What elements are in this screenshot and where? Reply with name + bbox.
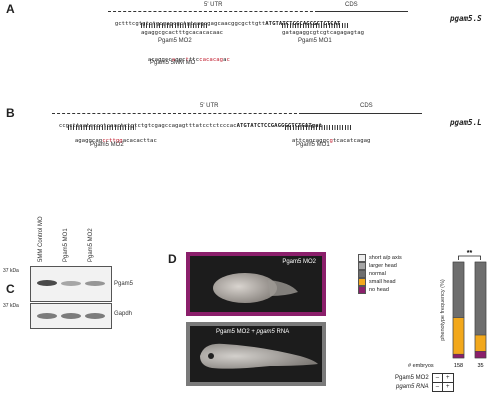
legend-item-normal: normal [358,270,402,278]
photo-label-mo2: Pgam5 MO2 [282,259,316,265]
mo1-label-b: Pgam5 MO1 [296,142,330,148]
legend-text: short a/p axis [369,255,402,261]
condition-cell: – [431,373,444,383]
bar-segment [452,261,465,318]
mo1-label-a: Pgam5 MO1 [298,38,332,44]
row-label-pgam5: Pgam5 [114,281,134,287]
sequence-b: ccgcttcatcccctcaactctgtctgtcgagccagagttt… [58,123,323,129]
legend-swatch [358,278,366,286]
legend-swatch [358,270,366,278]
row-label-gapdh: Gapdh [114,311,133,317]
mm-label-a: Pgam5 5MM MO [150,60,196,66]
marker-bottom: 37 kDa [3,303,19,309]
band-pgam5-2 [61,281,81,286]
conditions-table: Pgam5 MO2 – + pgam5 RNA – + [392,373,454,392]
pairing-ticks-b-mo2 [68,125,136,130]
bar-segment [452,317,465,355]
band-pgam5-3 [85,281,105,286]
mo2-sequence-b: agaggcagccttggacacacttac [74,138,157,144]
mo1-sequence-b: attcagcaggcgtcacatcagag [291,138,371,144]
pairing-ticks-a-mo1 [282,23,348,28]
legend-text: larger head [369,263,397,269]
mo2-label-a: Pgam5 MO2 [158,38,192,44]
bar-segment [474,261,487,336]
embryo-photo-rescue: Pgam5 MO2 + pgam5 RNA [186,322,326,386]
embryo-photo-mo2: Pgam5 MO2 [186,252,326,316]
lane-label-3: Pgam5 MO2 [88,228,94,262]
gene-name-b: pgam5.L [450,118,482,127]
utr-line-a [108,11,318,12]
lane-label-1: 5MM Control MO [38,216,44,262]
cds-line-a [318,11,408,12]
panel-label-c: C [6,282,15,296]
legend-item-no-head: no head [358,286,402,294]
legend-item-short-axis: short a/p axis [358,254,402,262]
condition-row-rna: pgam5 RNA – + [392,382,454,392]
photo-label-rescue: Pgam5 MO2 + pgam5 RNA [216,329,290,335]
gene-name-a: pgam5.S [450,14,482,23]
legend-text: small head [369,279,396,285]
blot-pgam5 [30,266,112,302]
panel-label-d: D [168,252,177,266]
pairing-ticks-b-mo1 [285,125,351,130]
legend-text: no head [369,287,389,293]
bar-segment [452,353,465,359]
embryo-image-mo2 [213,273,298,303]
band-gapdh-2 [61,313,81,319]
condition-cell: + [442,382,454,392]
condition-label-mo2: Pgam5 MO2 [395,375,429,381]
utr-label-b: 5' UTR [200,103,219,109]
marker-top: 37 kDa [3,268,19,274]
mo2-sequence-a: agaggcgcactttgcacacacaac [141,30,224,36]
utr-label-a: 5' UTR [204,2,223,8]
legend-item-larger-head: larger head [358,262,402,270]
embryo-count-label: # embryos [408,363,434,369]
mo1-sequence-a: gatagaggcgtcgtcagagagtag [282,30,365,36]
bar-count-label: 158 [454,363,463,369]
legend-swatch [358,262,366,270]
mo2-label-b: Pgam5 MO2 [90,142,124,148]
legend-item-small-head: small head [358,278,402,286]
mm-sequence-a: acaggccaggctttccacacagac [147,57,230,63]
legend-swatch [358,286,366,294]
condition-row-mo2: Pgam5 MO2 – + [392,373,454,383]
cds-label-b: CDS [360,103,373,109]
panel-label-b: B [6,106,15,120]
cds-line-b [302,113,422,114]
condition-cell: + [442,373,454,383]
band-gapdh-3 [85,313,105,319]
band-gapdh-1 [37,313,57,319]
band-pgam5-1 [37,280,57,286]
utr-line-b [52,113,302,114]
condition-label-rna: pgam5 RNA [396,384,429,390]
significance-label: ** [467,250,473,257]
phenotype-chart: phenotype frequency (%) ** 158 35 [440,250,487,369]
cds-label-a: CDS [345,2,358,8]
significance-bracket [458,255,481,260]
bar-outline [474,261,487,359]
legend-swatch [358,254,366,262]
legend-text: normal [369,271,386,277]
condition-cell: – [431,382,444,392]
blot-gapdh [30,303,112,329]
embryo-image-rescue [200,343,318,369]
panel-label-a: A [6,2,15,16]
bar-segment [474,334,487,352]
bar-count-label: 35 [477,363,483,369]
lane-label-2: Pgam5 MO1 [63,228,69,262]
chart-legend: short a/p axis larger head normal small … [358,254,402,294]
y-axis-label: phenotype frequency (%) [440,279,446,341]
bar-segment [474,351,487,359]
bar-outline [452,261,465,359]
pairing-ticks-a-mo2 [141,23,207,28]
